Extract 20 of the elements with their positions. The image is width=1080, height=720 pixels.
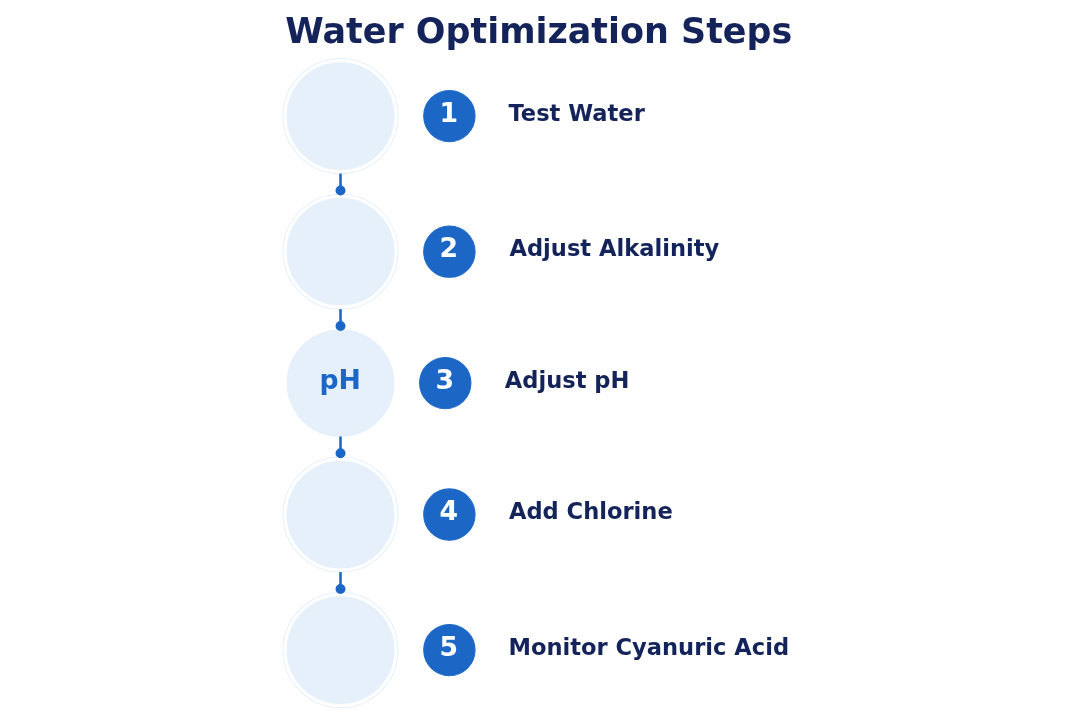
node-picture <box>282 58 399 175</box>
node-circle: 2 <box>423 225 476 278</box>
connector <box>335 173 346 196</box>
node-picture <box>282 193 399 310</box>
node-picture <box>282 456 399 573</box>
node-label: Adjust pH <box>504 366 630 393</box>
connector <box>335 436 346 459</box>
node-circle: pH <box>286 329 395 438</box>
node-label: Test Water <box>508 99 645 126</box>
node-circle: 1 <box>423 89 476 143</box>
node-label: Adjust Alkalinity <box>509 235 720 262</box>
node-circle: 3 <box>419 356 472 410</box>
node-picture <box>282 592 399 709</box>
node-label: Add Chlorine <box>508 498 673 525</box>
connector <box>335 572 346 594</box>
connector <box>335 309 346 331</box>
node-circle: 4 <box>423 488 476 541</box>
diagram-title: Water Optimization Steps <box>285 11 793 52</box>
node-label: Monitor Cyanuric Acid <box>508 633 790 660</box>
node-circle: 5 <box>423 623 476 677</box>
